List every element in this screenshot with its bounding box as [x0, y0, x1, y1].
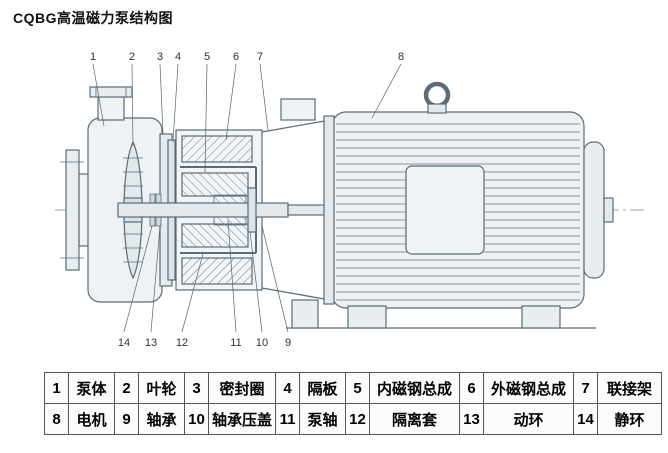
inner-magnet-bottom — [181, 223, 249, 248]
legend-label-cell: 轴承 — [138, 403, 185, 435]
legend-num-cell: 11 — [275, 403, 301, 435]
callout-7: 7 — [257, 51, 263, 63]
callout-11: 11 — [230, 337, 241, 349]
legend-label-cell: 内磁钢总成 — [369, 372, 461, 404]
outer-magnet-top — [181, 135, 253, 163]
connecting-bracket — [261, 98, 331, 329]
callout-numbers: 1 2 3 4 5 6 7 8 14 13 12 11 10 9 — [90, 51, 404, 349]
bearing-gland — [247, 187, 257, 233]
legend-num-cell: 2 — [114, 372, 139, 404]
motor-end-cap — [583, 141, 605, 279]
callout-3: 3 — [157, 51, 163, 63]
callout-13: 13 — [145, 337, 157, 349]
legend-label-cell: 泵体 — [68, 372, 115, 404]
legend-num-cell: 14 — [573, 403, 599, 435]
legend-label-cell: 泵轴 — [299, 403, 347, 435]
legend-num-cell: 8 — [44, 403, 69, 435]
legend-num-cell: 1 — [44, 372, 69, 404]
callout-4: 4 — [175, 51, 181, 63]
motor-foot-front — [347, 305, 387, 329]
legend-label-cell: 电机 — [68, 403, 115, 435]
callout-9: 9 — [285, 337, 291, 349]
legend-num-cell: 12 — [345, 403, 371, 435]
legend-num-cell: 3 — [184, 372, 209, 404]
legend-label-cell: 动环 — [483, 403, 575, 435]
lifting-eye — [423, 81, 451, 109]
outer-magnet-bottom — [181, 257, 253, 285]
legend-num-cell: 10 — [184, 403, 209, 435]
callout-1: 1 — [90, 51, 96, 63]
legend-label-cell: 密封圈 — [207, 372, 277, 404]
callout-14: 14 — [118, 337, 130, 349]
leader-lines — [92, 63, 402, 333]
motor-front-flange — [323, 115, 335, 305]
seal-rings — [149, 193, 162, 227]
motor-foot-rear — [521, 305, 561, 329]
legend-num-cell: 7 — [573, 372, 599, 404]
bearings — [213, 194, 247, 226]
callout-2: 2 — [129, 51, 135, 63]
legend-label-cell: 联接架 — [597, 372, 663, 404]
legend-label-cell: 轴承压盖 — [207, 403, 277, 435]
legend-label-cell: 叶轮 — [138, 372, 185, 404]
page-title: CQBG高温磁力泵结构图 — [13, 10, 173, 26]
legend-num-cell: 9 — [114, 403, 139, 435]
legend-num-cell: 4 — [275, 372, 301, 404]
callout-10: 10 — [256, 337, 268, 349]
legend-label-cell: 外磁钢总成 — [483, 372, 575, 404]
callout-6: 6 — [233, 51, 239, 63]
legend-num-cell: 13 — [459, 403, 485, 435]
legend-num-cell: 5 — [345, 372, 371, 404]
callout-8: 8 — [398, 51, 404, 63]
motor — [323, 81, 614, 329]
callout-5: 5 — [204, 51, 210, 63]
legend-label-cell: 静环 — [597, 403, 663, 435]
legend-num-cell: 6 — [459, 372, 485, 404]
legend-label-cell: 隔板 — [299, 372, 347, 404]
motor-nameplate — [405, 165, 485, 255]
pump-shaft — [117, 202, 333, 218]
callout-12: 12 — [176, 337, 188, 349]
inner-magnet-top — [181, 172, 249, 197]
legend-label-cell: 隔离套 — [369, 403, 461, 435]
